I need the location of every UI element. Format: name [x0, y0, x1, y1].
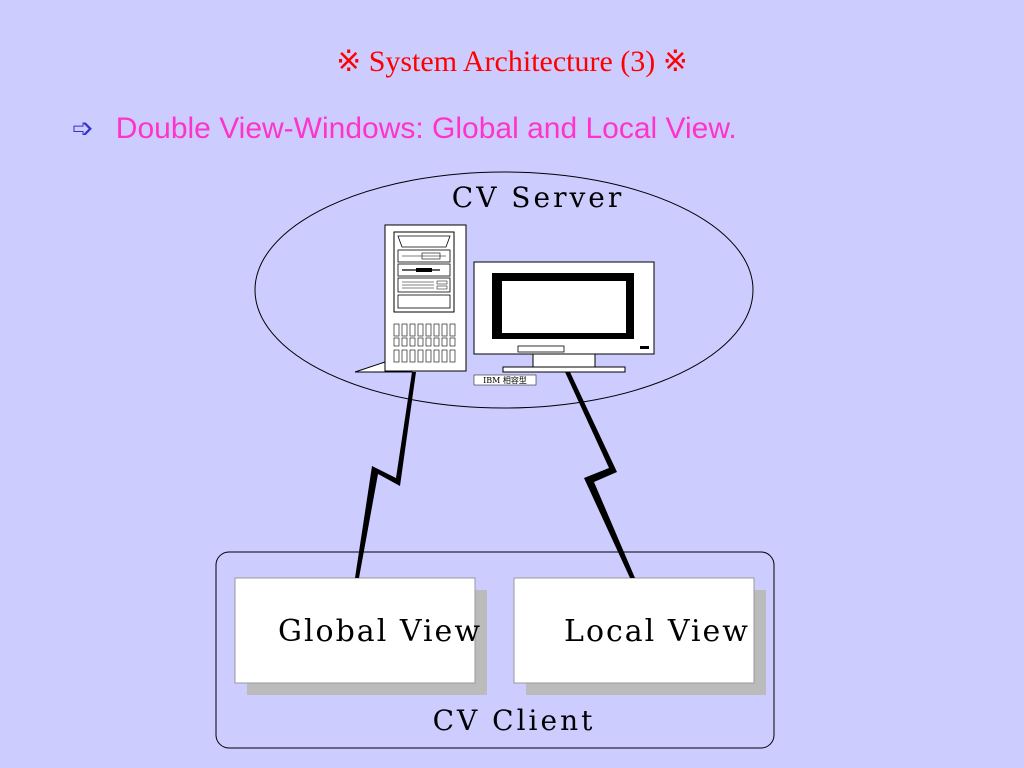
lightning-link-left	[355, 372, 416, 578]
lightning-link-right	[565, 372, 635, 578]
slide-title: ※ System Architecture (3) ※	[336, 45, 688, 78]
hollow-right-arrow-icon: ➩	[72, 114, 94, 144]
bullet-text: Double View-Windows: Global and Local Vi…	[115, 112, 737, 145]
client-container	[215, 551, 775, 749]
pc-tower-icon	[354, 224, 467, 373]
monitor-icon	[473, 261, 655, 373]
computer-tag-box	[473, 374, 537, 386]
computer-tag: IBM 相容型	[483, 375, 527, 385]
global-view-label: Global View	[278, 614, 482, 649]
bullet-item: ➩ Double View-Windows: Global and Local …	[72, 112, 737, 146]
server-label: CV Server	[452, 181, 624, 214]
global-view-window	[234, 577, 487, 695]
server-boundary	[254, 171, 754, 409]
local-view-label: Local View	[564, 614, 750, 649]
local-view-window	[513, 577, 766, 695]
client-label: CV Client	[433, 704, 596, 737]
